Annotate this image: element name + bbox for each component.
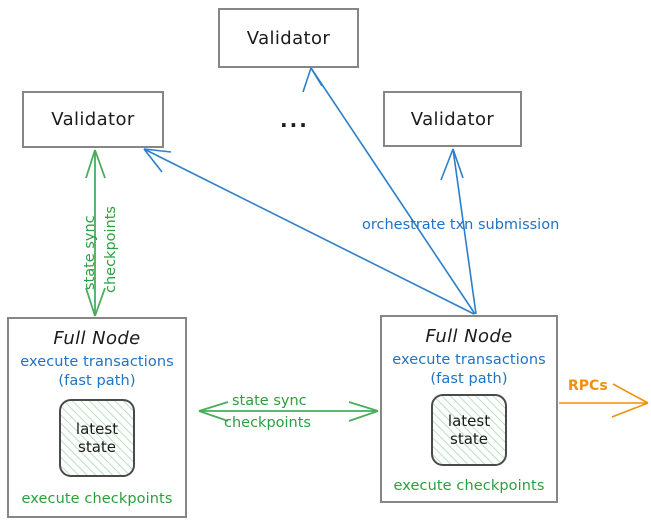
full-node-right-blue-text: execute transactions (fast path) <box>392 351 546 388</box>
state-sync-horizontal-label-line-1: state sync <box>232 393 307 409</box>
edge-fullnode-to-validator-left <box>143 148 475 315</box>
full-node-right[interactable]: Full Node execute transactions (fast pat… <box>380 315 558 503</box>
validator-right-label: Validator <box>410 108 495 130</box>
full-node-left-blue-line-2: (fast path) <box>58 372 136 389</box>
edge-state-sync-vertical <box>85 149 106 317</box>
validator-left-label: Validator <box>51 109 135 130</box>
rpcs-label: RPCs <box>568 378 608 394</box>
full-node-left-blue-line-1: execute transactions <box>20 354 174 370</box>
edge-fullnode-to-validator-right <box>440 148 477 315</box>
full-node-right-state-line-1: latest <box>447 411 491 430</box>
full-node-left-latest-state[interactable]: latest state <box>59 399 135 478</box>
validator-left[interactable]: Validator <box>22 91 164 148</box>
full-node-right-state-line-2: state <box>450 430 488 449</box>
edge-rpcs <box>559 383 649 418</box>
full-node-left-state-line-2: state <box>78 438 116 457</box>
full-node-right-blue-line-1: execute transactions <box>392 352 546 368</box>
full-node-right-green-text: execute checkpoints <box>393 478 545 495</box>
state-sync-vertical-label-line-1: state sync <box>82 215 98 290</box>
full-node-left-green-text: execute checkpoints <box>21 491 173 508</box>
full-node-right-title: Full Node <box>425 326 513 347</box>
full-node-left[interactable]: Full Node execute transactions (fast pat… <box>7 317 187 518</box>
state-sync-horizontal-label-line-2: checkpoints <box>224 415 311 431</box>
validators-ellipsis: ... <box>280 108 309 132</box>
full-node-right-latest-state[interactable]: latest state <box>431 394 507 467</box>
validator-top-label: Validator <box>246 27 331 49</box>
validator-top[interactable]: Validator <box>218 8 359 68</box>
validator-right[interactable]: Validator <box>383 91 522 147</box>
orchestrate-txn-submission-label: orchestrate txn submission <box>362 217 560 233</box>
edge-state-sync-horizontal <box>198 401 379 422</box>
full-node-left-blue-text: execute transactions (fast path) <box>20 353 174 390</box>
full-node-right-blue-line-2: (fast path) <box>430 370 508 387</box>
edge-fullnode-to-validator-top <box>302 67 476 315</box>
state-sync-vertical-label-line-2: checkpoints <box>103 206 119 293</box>
full-node-left-title: Full Node <box>53 328 141 349</box>
full-node-left-state-line-1: latest <box>75 419 119 438</box>
